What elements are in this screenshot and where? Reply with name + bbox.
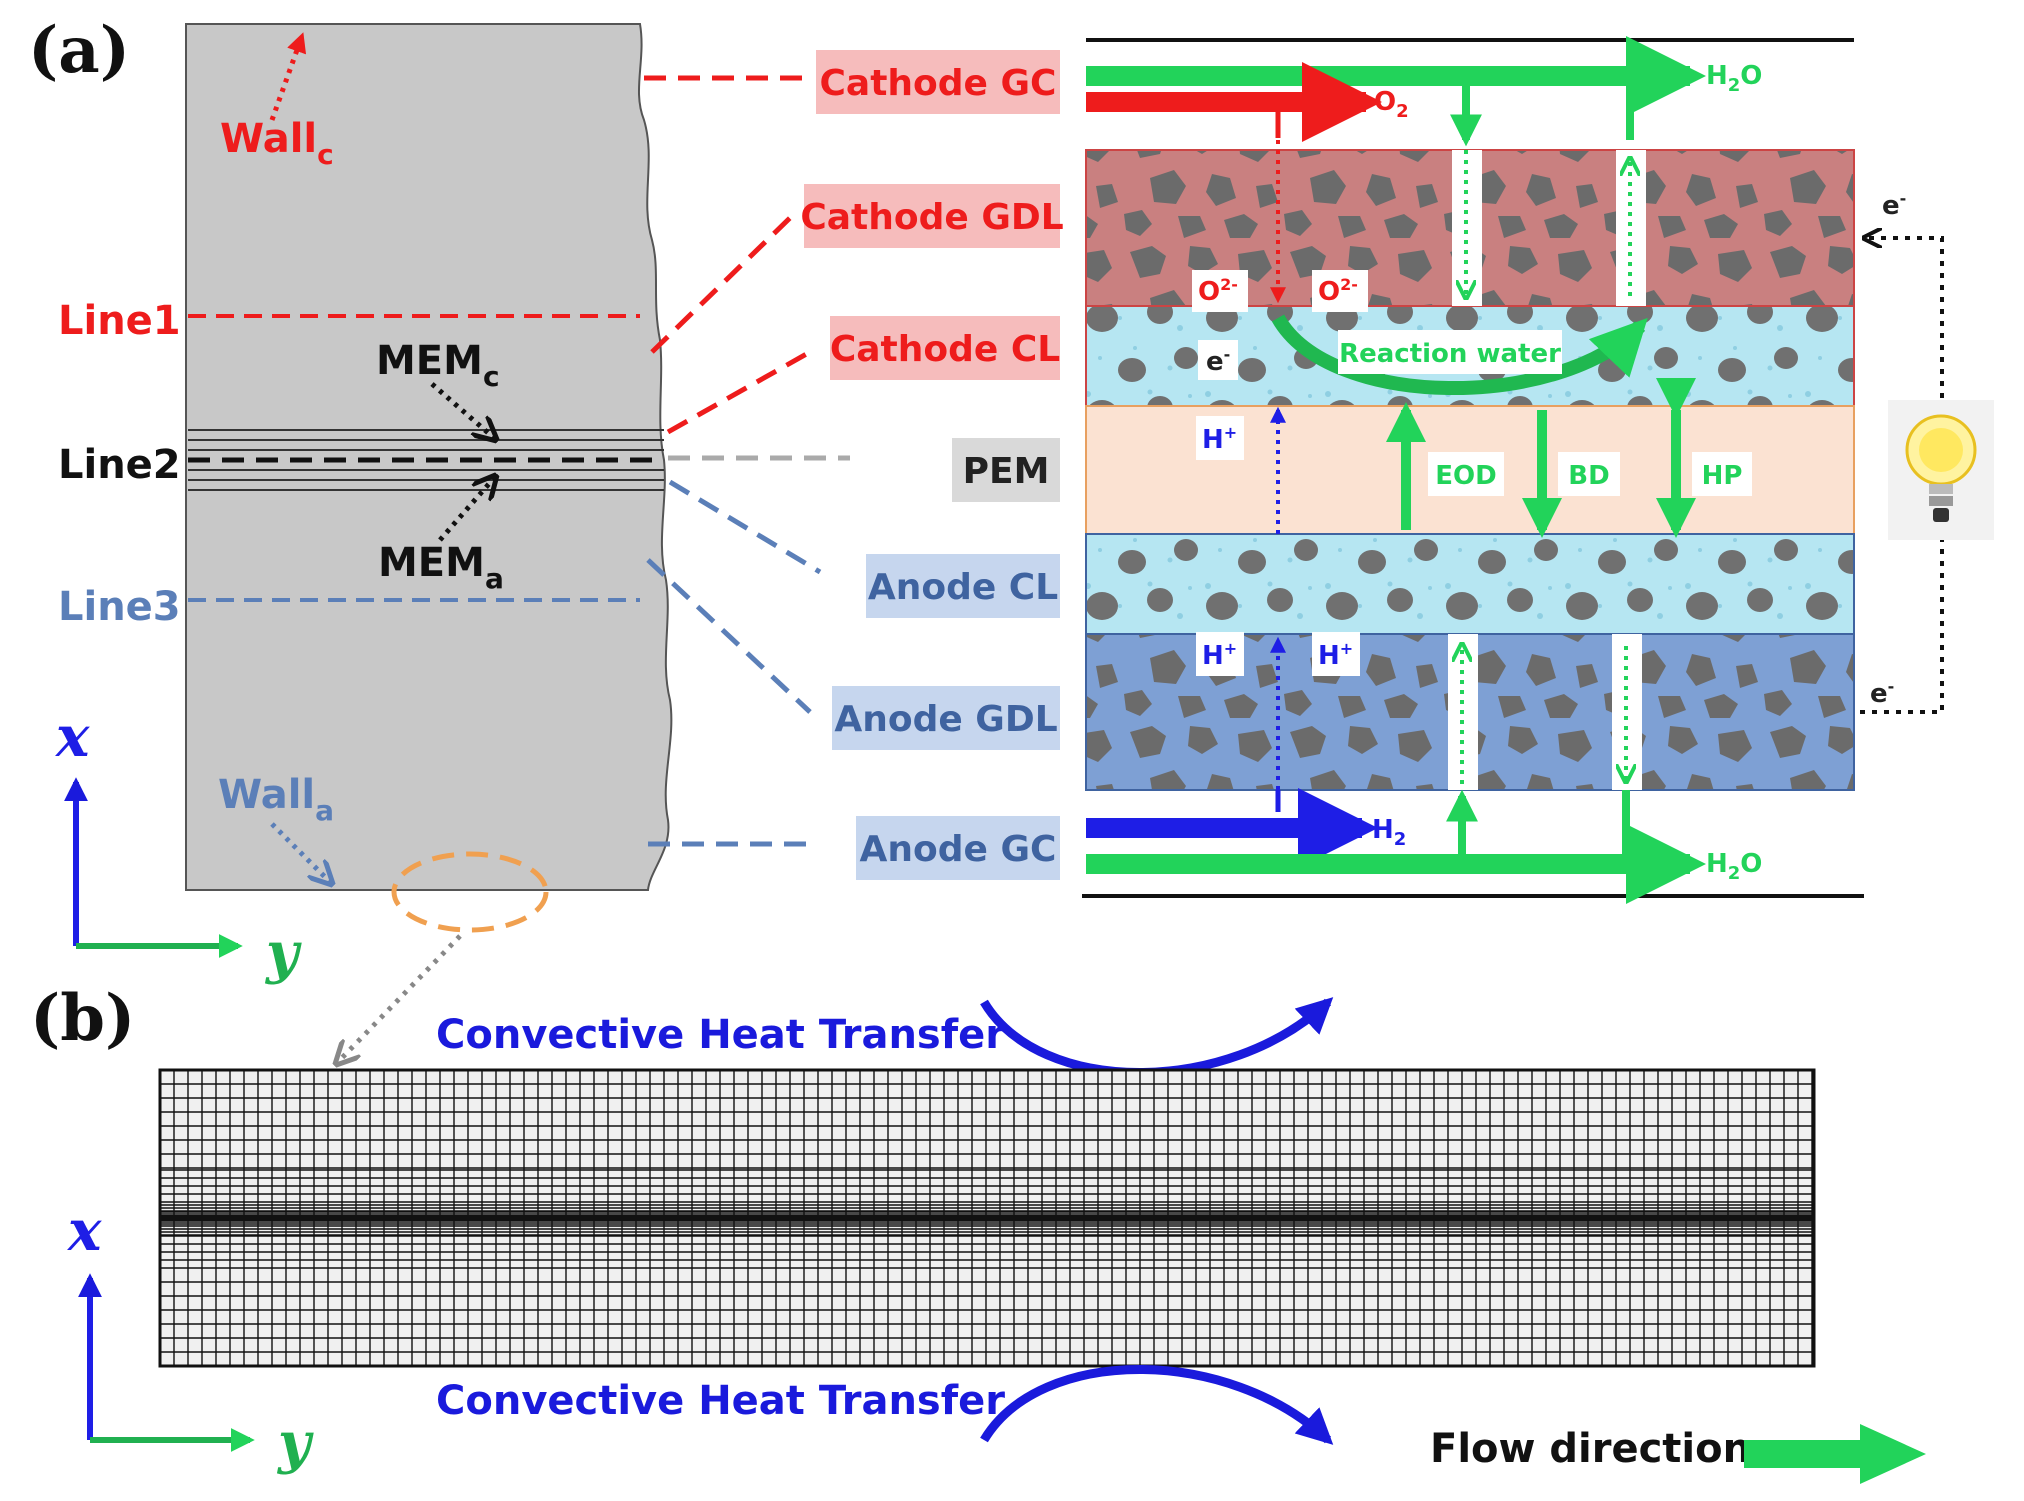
convective-bottom-label: Convective Heat Transfer bbox=[436, 1378, 1005, 1424]
proton-pem-label: H+ bbox=[1202, 423, 1237, 455]
h2o-bottom-label: H2O bbox=[1706, 849, 1762, 884]
wall-a-arrow bbox=[270, 822, 330, 882]
line2-label: Line2 bbox=[58, 442, 181, 488]
hp-label: HP bbox=[1702, 461, 1743, 491]
axis-y-label-b: y bbox=[276, 1410, 314, 1476]
anode-gc-label: Anode GC bbox=[860, 829, 1057, 870]
flow-direction-arrow bbox=[1744, 1424, 1926, 1484]
electron-top-label: e- bbox=[1882, 189, 1906, 221]
electron-cl-label: e- bbox=[1206, 345, 1230, 377]
convective-top-label: Convective Heat Transfer bbox=[436, 1012, 1005, 1058]
mem-a-label: MEMa bbox=[378, 540, 504, 595]
anode-cl-layer bbox=[1085, 533, 1855, 635]
layer-schematic: H2O O2 O2- O2- e- Reaction water H+ EOD … bbox=[1082, 36, 1994, 904]
cathode-gdl-label: Cathode GDL bbox=[800, 197, 1063, 238]
zoom-ellipse bbox=[391, 851, 549, 933]
line1-label: Line1 bbox=[58, 298, 181, 344]
line3-label: Line3 bbox=[58, 584, 181, 630]
cathode-cl-label: Cathode CL bbox=[830, 329, 1060, 370]
proton-agdl-label-2: H+ bbox=[1318, 639, 1353, 671]
mem-a-arrow bbox=[438, 478, 494, 542]
flow-direction-label: Flow direction bbox=[1430, 1426, 1751, 1472]
wall-a-label: Walla bbox=[218, 772, 334, 827]
pem-label: PEM bbox=[963, 451, 1050, 492]
anode-cl-label: Anode CL bbox=[868, 567, 1058, 608]
left-domain bbox=[185, 23, 673, 891]
axes-b: x y bbox=[67, 1198, 314, 1476]
eod-label: EOD bbox=[1435, 461, 1496, 491]
mem-c-label: MEMc bbox=[376, 338, 500, 393]
lightbulb-glyph bbox=[1905, 414, 1977, 522]
wall-c-label: Wallc bbox=[220, 116, 334, 171]
h2o-top-label: H2O bbox=[1706, 61, 1762, 96]
layer-labels: Cathode GC Cathode GDL Cathode CL PEM An… bbox=[800, 50, 1064, 880]
reaction-water-label: Reaction water bbox=[1339, 339, 1561, 369]
mem-c-arrow bbox=[430, 382, 494, 438]
o2minus-label-2: O2- bbox=[1318, 275, 1358, 307]
electron-bottom-label: e- bbox=[1870, 677, 1894, 709]
axis-y-label-a: y bbox=[264, 920, 302, 986]
axes-a: x y bbox=[55, 704, 302, 986]
mesh-grid bbox=[158, 1068, 1816, 1368]
proton-agdl-label-1: H+ bbox=[1202, 639, 1237, 671]
axis-x-label-b: x bbox=[67, 1198, 102, 1264]
connector-lines bbox=[644, 75, 850, 847]
o2-top-label: O2 bbox=[1374, 87, 1409, 122]
convective-top-arrow bbox=[980, 997, 1334, 1077]
panel-b-label: (b) bbox=[30, 981, 135, 1056]
h2-bottom-label: H2 bbox=[1372, 815, 1406, 850]
zoom-arrow bbox=[338, 934, 462, 1062]
anode-gdl-label: Anode GDL bbox=[834, 699, 1057, 740]
axis-x-label-a: x bbox=[55, 704, 90, 770]
convective-bottom-arrow bbox=[980, 1365, 1334, 1445]
o2minus-label-1: O2- bbox=[1198, 275, 1238, 307]
panel-a-label: (a) bbox=[28, 13, 130, 88]
cathode-gc-label: Cathode GC bbox=[820, 63, 1057, 104]
bd-label: BD bbox=[1568, 461, 1609, 491]
